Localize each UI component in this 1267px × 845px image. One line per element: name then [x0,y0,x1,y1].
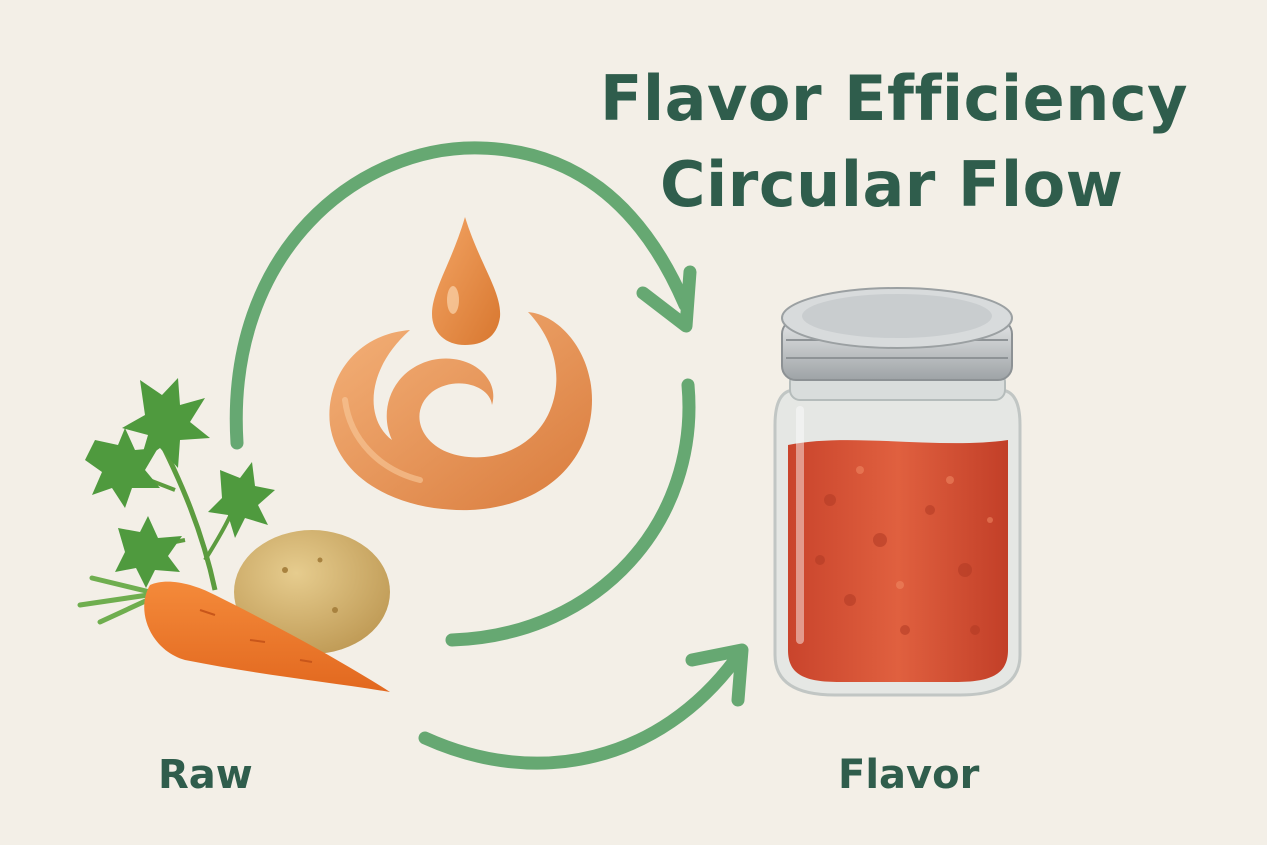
label-flavor: Flavor [838,752,980,798]
arrow-bottom-head [685,643,749,707]
jar-sauce [788,440,1008,682]
parsley [85,378,275,591]
flow-arrows [229,141,749,770]
sauce-swirl [329,312,592,511]
sauce-jar-icon [773,287,1022,697]
sauce-drop [432,217,501,345]
title-line-2: Circular Flow [660,148,1124,221]
arrow-bottom-curve [418,653,742,770]
arrow-top-arc [229,141,692,450]
carrot-potato-parsley-icon [77,378,390,692]
label-raw: Raw [158,752,253,798]
arrow-top-head [636,265,697,333]
arrow-right-arc [445,378,696,647]
carrot [144,581,390,692]
potato [234,530,390,654]
sauce-swirl-drop-icon [329,217,592,511]
title-line-1: Flavor Efficiency [600,62,1189,135]
carrot-greens [77,575,155,625]
